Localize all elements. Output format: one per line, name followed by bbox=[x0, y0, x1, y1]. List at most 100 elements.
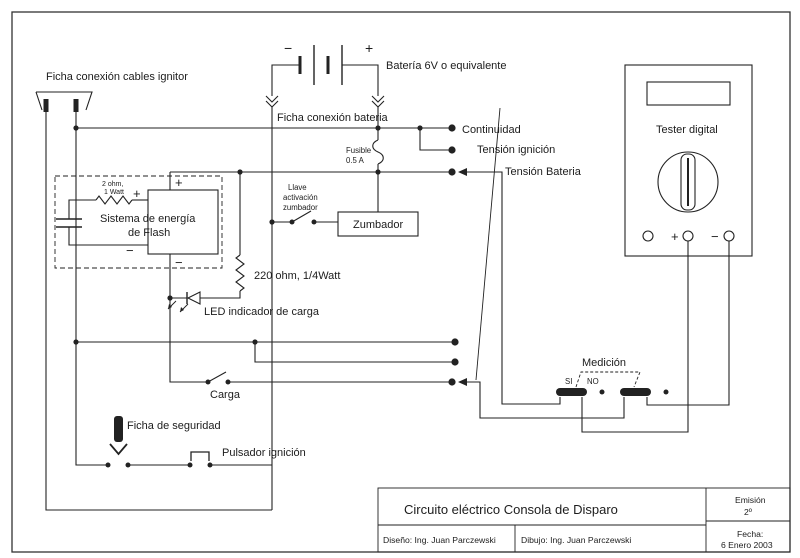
tester-body bbox=[624, 64, 753, 257]
capacitor-plus-sign: + bbox=[133, 186, 141, 201]
junction-dot bbox=[73, 339, 79, 345]
flash-negative-wire bbox=[169, 254, 206, 383]
title-block-frame bbox=[377, 487, 791, 553]
resistor-2ohm bbox=[95, 195, 133, 205]
ignitor-pin-left bbox=[43, 99, 49, 112]
fuse-rating: 0.5 A bbox=[346, 156, 365, 165]
selector-ignition-voltage-label: Tensión ignición bbox=[477, 144, 555, 156]
fuse bbox=[372, 139, 384, 165]
ignitor-pin-right bbox=[73, 99, 79, 112]
ignitor-left-wire bbox=[45, 112, 272, 511]
junction-dot bbox=[375, 169, 381, 175]
flash-system-label-line1: Sistema de energía bbox=[100, 213, 196, 225]
flash-plus-sign: + bbox=[175, 175, 183, 190]
selector-charge-lead-wire bbox=[466, 381, 625, 419]
junction-dot bbox=[375, 125, 381, 131]
battery-right-lead-wire bbox=[342, 64, 379, 96]
tester-dial bbox=[657, 151, 719, 213]
flash-energy-box bbox=[147, 189, 219, 255]
safety-plug-label: Ficha de seguridad bbox=[127, 420, 221, 432]
selector-terminal bbox=[448, 378, 456, 386]
tester-terminal-common bbox=[642, 230, 654, 242]
buzzer-switch-label-line3: zumbador bbox=[283, 203, 318, 212]
ignitor-connector bbox=[35, 91, 93, 112]
resistor-2ohm-value: 2 ohm, bbox=[102, 181, 123, 188]
selector-arrow-charge bbox=[458, 378, 467, 386]
safety-plug bbox=[114, 416, 123, 442]
selector-terminal bbox=[451, 338, 459, 346]
battery-label: Batería 6V o equivalente bbox=[386, 60, 506, 72]
battery-minus-sign: − bbox=[284, 40, 292, 56]
selector-continuity-label: Continuidad bbox=[462, 124, 521, 136]
fuse-label: Fusible bbox=[346, 146, 371, 155]
battery-left-lead-wire bbox=[271, 64, 300, 96]
tester-terminal-negative bbox=[723, 230, 735, 242]
led-light-arrowhead bbox=[168, 304, 172, 309]
title-block-design: Diseño: Ing. Juan Parczewski bbox=[383, 535, 496, 545]
charge-switch-blade bbox=[207, 371, 227, 383]
selector-terminal bbox=[448, 168, 456, 176]
tester-minus-sign: − bbox=[711, 229, 719, 244]
junction-dot bbox=[167, 295, 173, 301]
digital-tester bbox=[624, 64, 753, 257]
ignitor-right-wire bbox=[75, 112, 106, 466]
drawing-border bbox=[11, 11, 791, 553]
wire-layer bbox=[45, 64, 730, 511]
ignition-voltage-wire bbox=[419, 128, 449, 151]
led-diode-triangle bbox=[186, 291, 201, 305]
capacitor-bottom-wire bbox=[68, 227, 148, 246]
selector-terminal bbox=[448, 146, 456, 154]
tester-plus-sign: + bbox=[671, 229, 679, 244]
selector-switch-linkage bbox=[475, 107, 501, 381]
ignitor-connector-label: Ficha conexión cables ignitor bbox=[46, 71, 188, 83]
tester-dial-knob bbox=[680, 153, 696, 211]
switch-contact bbox=[599, 389, 605, 395]
switch-contact bbox=[105, 462, 111, 468]
battery-plus-sign: + bbox=[365, 40, 373, 56]
selector-terminal bbox=[448, 124, 456, 132]
tester-terminal-positive bbox=[682, 230, 694, 242]
battery-connector-chevron-left bbox=[265, 95, 279, 108]
switch-contact bbox=[311, 219, 317, 225]
title-block-issue-label: Emisión bbox=[735, 495, 766, 505]
battery-connector-label: Ficha conexión bateria bbox=[277, 112, 389, 124]
resistor-220ohm bbox=[235, 254, 245, 292]
measurement-switch-label: Medición bbox=[582, 357, 626, 369]
junction-dot bbox=[269, 219, 275, 225]
selector-battery-lead-wire bbox=[466, 171, 561, 405]
flash-minus-sign: − bbox=[175, 255, 183, 270]
title-block-drawing: Dibujo: Ing. Juan Parczewski bbox=[521, 535, 631, 545]
flash-system-label-line2: de Flash bbox=[128, 227, 170, 239]
ignitor-connector-shell bbox=[35, 91, 93, 111]
title-block bbox=[377, 487, 791, 553]
buzzer-switch-label-line1: Llave bbox=[288, 183, 307, 192]
resistor-2ohm-left-wire bbox=[68, 199, 96, 219]
buzzer-label: Zumbador bbox=[353, 219, 403, 231]
measurement-switch-linkage bbox=[575, 371, 641, 388]
junction-dot bbox=[417, 125, 423, 131]
resistor-220-bottom-wire bbox=[200, 291, 241, 299]
title-block-issue-value: 2º bbox=[744, 507, 753, 517]
measurement-switch-no-label: NO bbox=[587, 377, 599, 386]
tester-display bbox=[646, 81, 731, 106]
selector-arrow-battery bbox=[458, 168, 467, 176]
junction-dot bbox=[237, 169, 243, 175]
title-block-date-label: Fecha: bbox=[737, 529, 763, 539]
switch-contact bbox=[207, 462, 213, 468]
battery-connector-chevron-right bbox=[371, 95, 385, 108]
pushbutton-actuator bbox=[190, 451, 210, 461]
resistor-2ohm-power: 1 Watt bbox=[104, 189, 124, 196]
switch-contact bbox=[663, 389, 669, 395]
flash-system-dashed-boundary bbox=[54, 175, 223, 269]
safety-plug-tip bbox=[109, 443, 128, 456]
buzzer-switch-label-line2: activación bbox=[283, 193, 318, 202]
measurement-switch-yes-label: SI bbox=[565, 377, 572, 386]
switch-contact bbox=[225, 379, 231, 385]
led-label: LED indicador de carga bbox=[204, 306, 320, 318]
junction-dot bbox=[73, 125, 79, 131]
resistor-220ohm-label: 220 ohm, 1/4Watt bbox=[254, 270, 340, 282]
title-block-title: Circuito eléctrico Consola de Disparo bbox=[404, 502, 618, 517]
switch-contact bbox=[187, 462, 193, 468]
junction-dot bbox=[252, 339, 258, 345]
